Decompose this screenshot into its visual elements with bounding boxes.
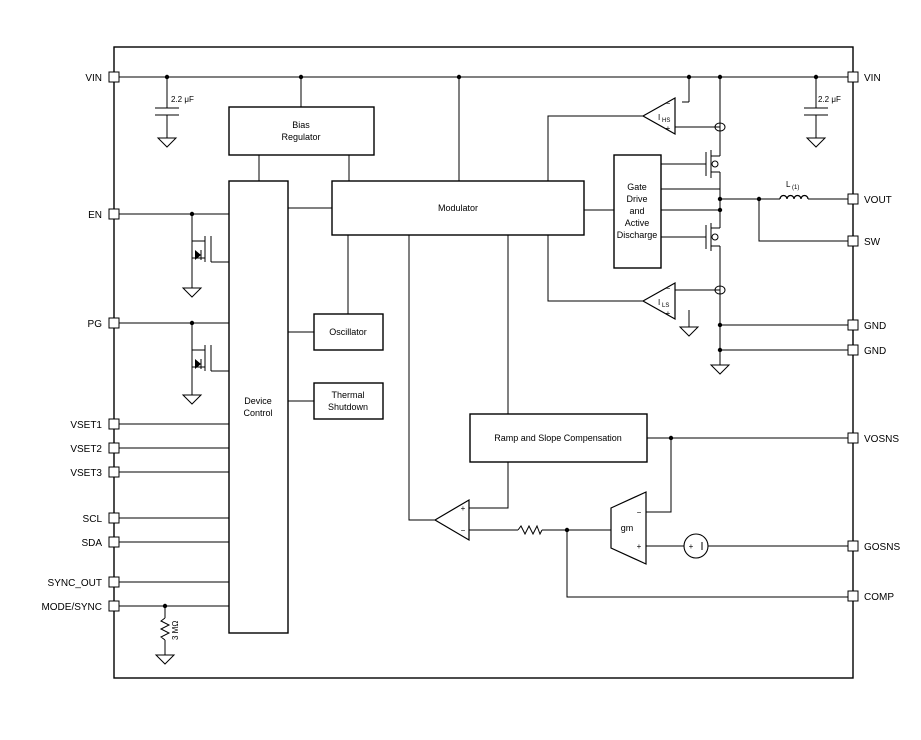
ihs-label: I — [658, 113, 660, 122]
pin-label-gnd-1: GND — [864, 321, 886, 332]
gate-label-1: Gate — [627, 182, 647, 192]
pin-gosns: GOSNS — [847, 540, 900, 553]
pin-label-scl: SCL — [83, 514, 103, 525]
pin-label-gosns: GOSNS — [864, 542, 900, 553]
bias-label-1: Bias — [292, 120, 310, 130]
thermal-label-1: Thermal — [331, 390, 364, 400]
gm-plus-sign: + — [637, 542, 642, 551]
output-inductor: L (1) — [779, 180, 809, 200]
thermal-label-2: Shutdown — [328, 402, 368, 412]
oscillator-block: Oscillator — [313, 313, 384, 351]
low-side-current-sense: − + I LS — [641, 281, 726, 337]
pin-vin-right: VIN — [847, 71, 881, 84]
low-side-fet — [705, 223, 720, 251]
pin-sda: SDA — [81, 536, 120, 549]
pin-sw: SW — [847, 235, 881, 248]
pin-label-sync-out: SYNC_OUT — [48, 578, 102, 589]
ic-boundary — [113, 46, 854, 679]
pin-label-vset3: VSET3 — [70, 468, 102, 479]
bias-label-2: Regulator — [281, 132, 320, 142]
right-pins: VIN VOUT SW GND GND VOSNS GOSNS COMP — [847, 71, 900, 603]
ils-minus-sign: − — [666, 284, 671, 293]
pin-scl: SCL — [83, 512, 120, 525]
gate-drive-block: Gate Drive and Active Discharge — [613, 154, 662, 269]
pin-sync-out: SYNC_OUT — [48, 576, 120, 589]
comp-series-resistor — [517, 524, 543, 536]
inductor-label: L — [786, 180, 791, 189]
high-side-current-sense: − + I HS — [641, 96, 726, 136]
pin-label-vin-right: VIN — [864, 73, 881, 84]
ramp-slope-block: Ramp and Slope Compensation — [469, 413, 648, 463]
pin-label-mode-sync: MODE/SYNC — [41, 602, 102, 613]
oscillator-label: Oscillator — [329, 327, 367, 337]
pin-label-pg: PG — [88, 319, 103, 330]
pin-gnd-2: GND — [847, 344, 886, 357]
pin-gnd-1: GND — [847, 319, 886, 332]
modulator-block: Modulator — [331, 180, 585, 236]
gm-label: gm — [621, 523, 634, 533]
en-clamp-fet — [182, 250, 202, 298]
ihs-minus-sign: − — [666, 99, 671, 108]
inductor-label-sub: (1) — [792, 185, 799, 191]
cap-right-value: 2.2 μF — [818, 95, 841, 104]
capacitor-right: 2.2 μF — [804, 95, 841, 148]
ils-label-sub: LS — [662, 303, 669, 309]
junction-dots — [162, 74, 819, 609]
pin-vin-left: VIN — [85, 71, 120, 84]
pin-vset2: VSET2 — [70, 442, 120, 455]
pin-label-en: EN — [88, 210, 102, 221]
gate-label-5: Discharge — [617, 230, 658, 240]
pg-pulldown-fet — [182, 359, 202, 405]
pin-vout: VOUT — [847, 193, 892, 206]
ramp-label: Ramp and Slope Compensation — [494, 433, 622, 443]
gm-minus-sign: − — [637, 508, 642, 517]
pin-vset3: VSET3 — [70, 466, 120, 479]
pin-label-vosns: VOSNS — [864, 434, 899, 445]
ils-label: I — [658, 298, 660, 307]
pin-label-sw: SW — [864, 237, 881, 248]
pin-label-vset2: VSET2 — [70, 444, 102, 455]
gate-label-2: Drive — [626, 194, 647, 204]
pin-label-vout: VOUT — [864, 195, 892, 206]
cap-left-value: 2.2 μF — [171, 95, 194, 104]
device-control-label-2: Control — [243, 408, 272, 418]
pin-label-vset1: VSET1 — [70, 420, 102, 431]
device-control-block: Device Control — [228, 180, 289, 634]
resistor-3m: 3 MΩ — [155, 617, 180, 665]
high-side-fet — [705, 150, 720, 178]
gm-amplifier: gm − + — [610, 491, 647, 565]
pin-en: EN — [88, 208, 120, 221]
ihs-label-sub: HS — [662, 118, 670, 124]
pin-mode-sync: MODE/SYNC — [41, 600, 120, 613]
thermal-shutdown-block: Thermal Shutdown — [313, 382, 384, 420]
resistor-value: 3 MΩ — [171, 621, 180, 640]
pin-label-comp: COMP — [864, 592, 894, 603]
pin-vset1: VSET1 — [70, 418, 120, 431]
capacitor-left: 2.2 μF — [155, 95, 194, 148]
pin-label-sda: SDA — [81, 538, 102, 549]
cmp-plus-sign: + — [461, 504, 466, 513]
left-pins: VIN EN PG VSET1 VSET2 VSET3 SCL SDA — [41, 71, 120, 613]
cmp-minus-sign: − — [461, 526, 466, 535]
pin-vosns: VOSNS — [847, 432, 899, 445]
reference-voltage-source: + — [683, 533, 709, 559]
ihs-plus-sign: + — [666, 124, 671, 133]
ils-plus-sign: + — [666, 309, 671, 318]
pin-label-gnd-2: GND — [864, 346, 886, 357]
vref-plus-sign: + — [689, 542, 694, 551]
gate-label-4: Active — [625, 218, 650, 228]
bias-regulator-block: Bias Regulator — [228, 106, 375, 156]
modulator-label: Modulator — [438, 203, 478, 213]
pin-pg: PG — [88, 317, 120, 330]
wires — [119, 76, 848, 655]
device-control-label-1: Device — [244, 396, 272, 406]
pin-label-vin-left: VIN — [85, 73, 102, 84]
pin-comp: COMP — [847, 590, 894, 603]
gate-label-3: and — [629, 206, 644, 216]
pwm-comparator: + − — [433, 498, 470, 542]
